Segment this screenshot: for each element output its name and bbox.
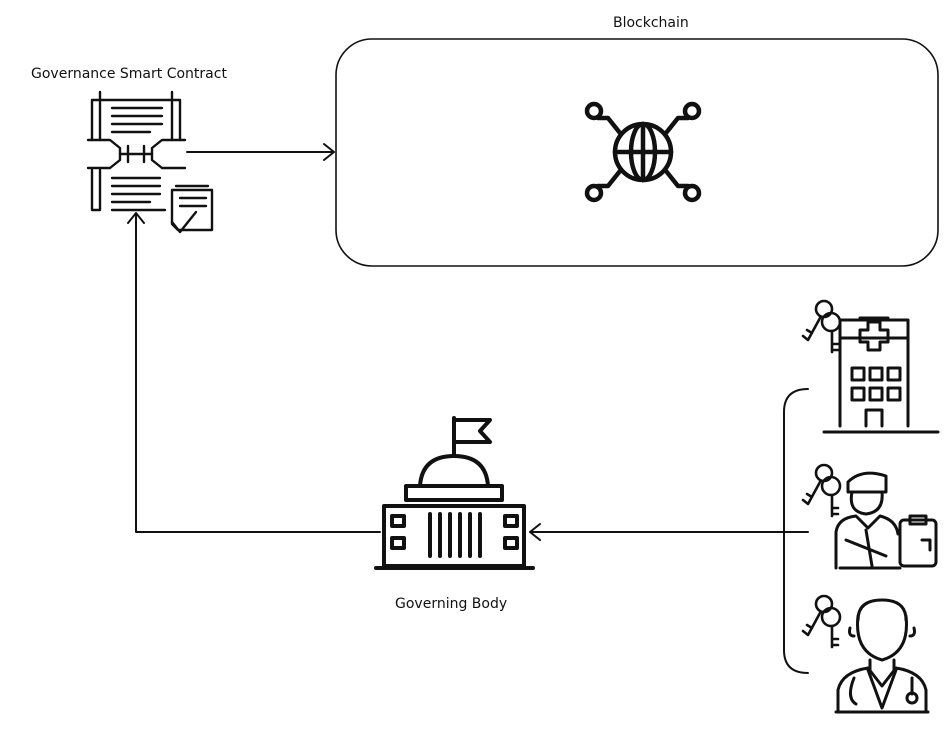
arrow-governing-to-contract	[127, 212, 381, 533]
connectors	[127, 143, 809, 674]
government-building-icon	[374, 416, 535, 570]
governance-contract-label: Governance Smart Contract	[31, 66, 227, 82]
participants-bracket	[783, 388, 809, 674]
arrow-participants-to-governing	[529, 523, 809, 541]
blockchain-label: Blockchain	[613, 15, 689, 31]
hospital-icon	[822, 316, 940, 434]
keys-icon	[801, 463, 842, 518]
doctor-icon	[834, 598, 930, 714]
blockchain-container	[335, 38, 939, 267]
insurance-agent-icon	[834, 471, 938, 570]
smart-contract-icon	[86, 90, 214, 234]
arrow-contract-to-blockchain	[186, 143, 335, 161]
governing-body-label: Governing Body	[395, 596, 508, 612]
blockchain-network-icon	[584, 101, 702, 203]
keys-icon	[801, 299, 842, 354]
keys-icon	[801, 594, 842, 649]
